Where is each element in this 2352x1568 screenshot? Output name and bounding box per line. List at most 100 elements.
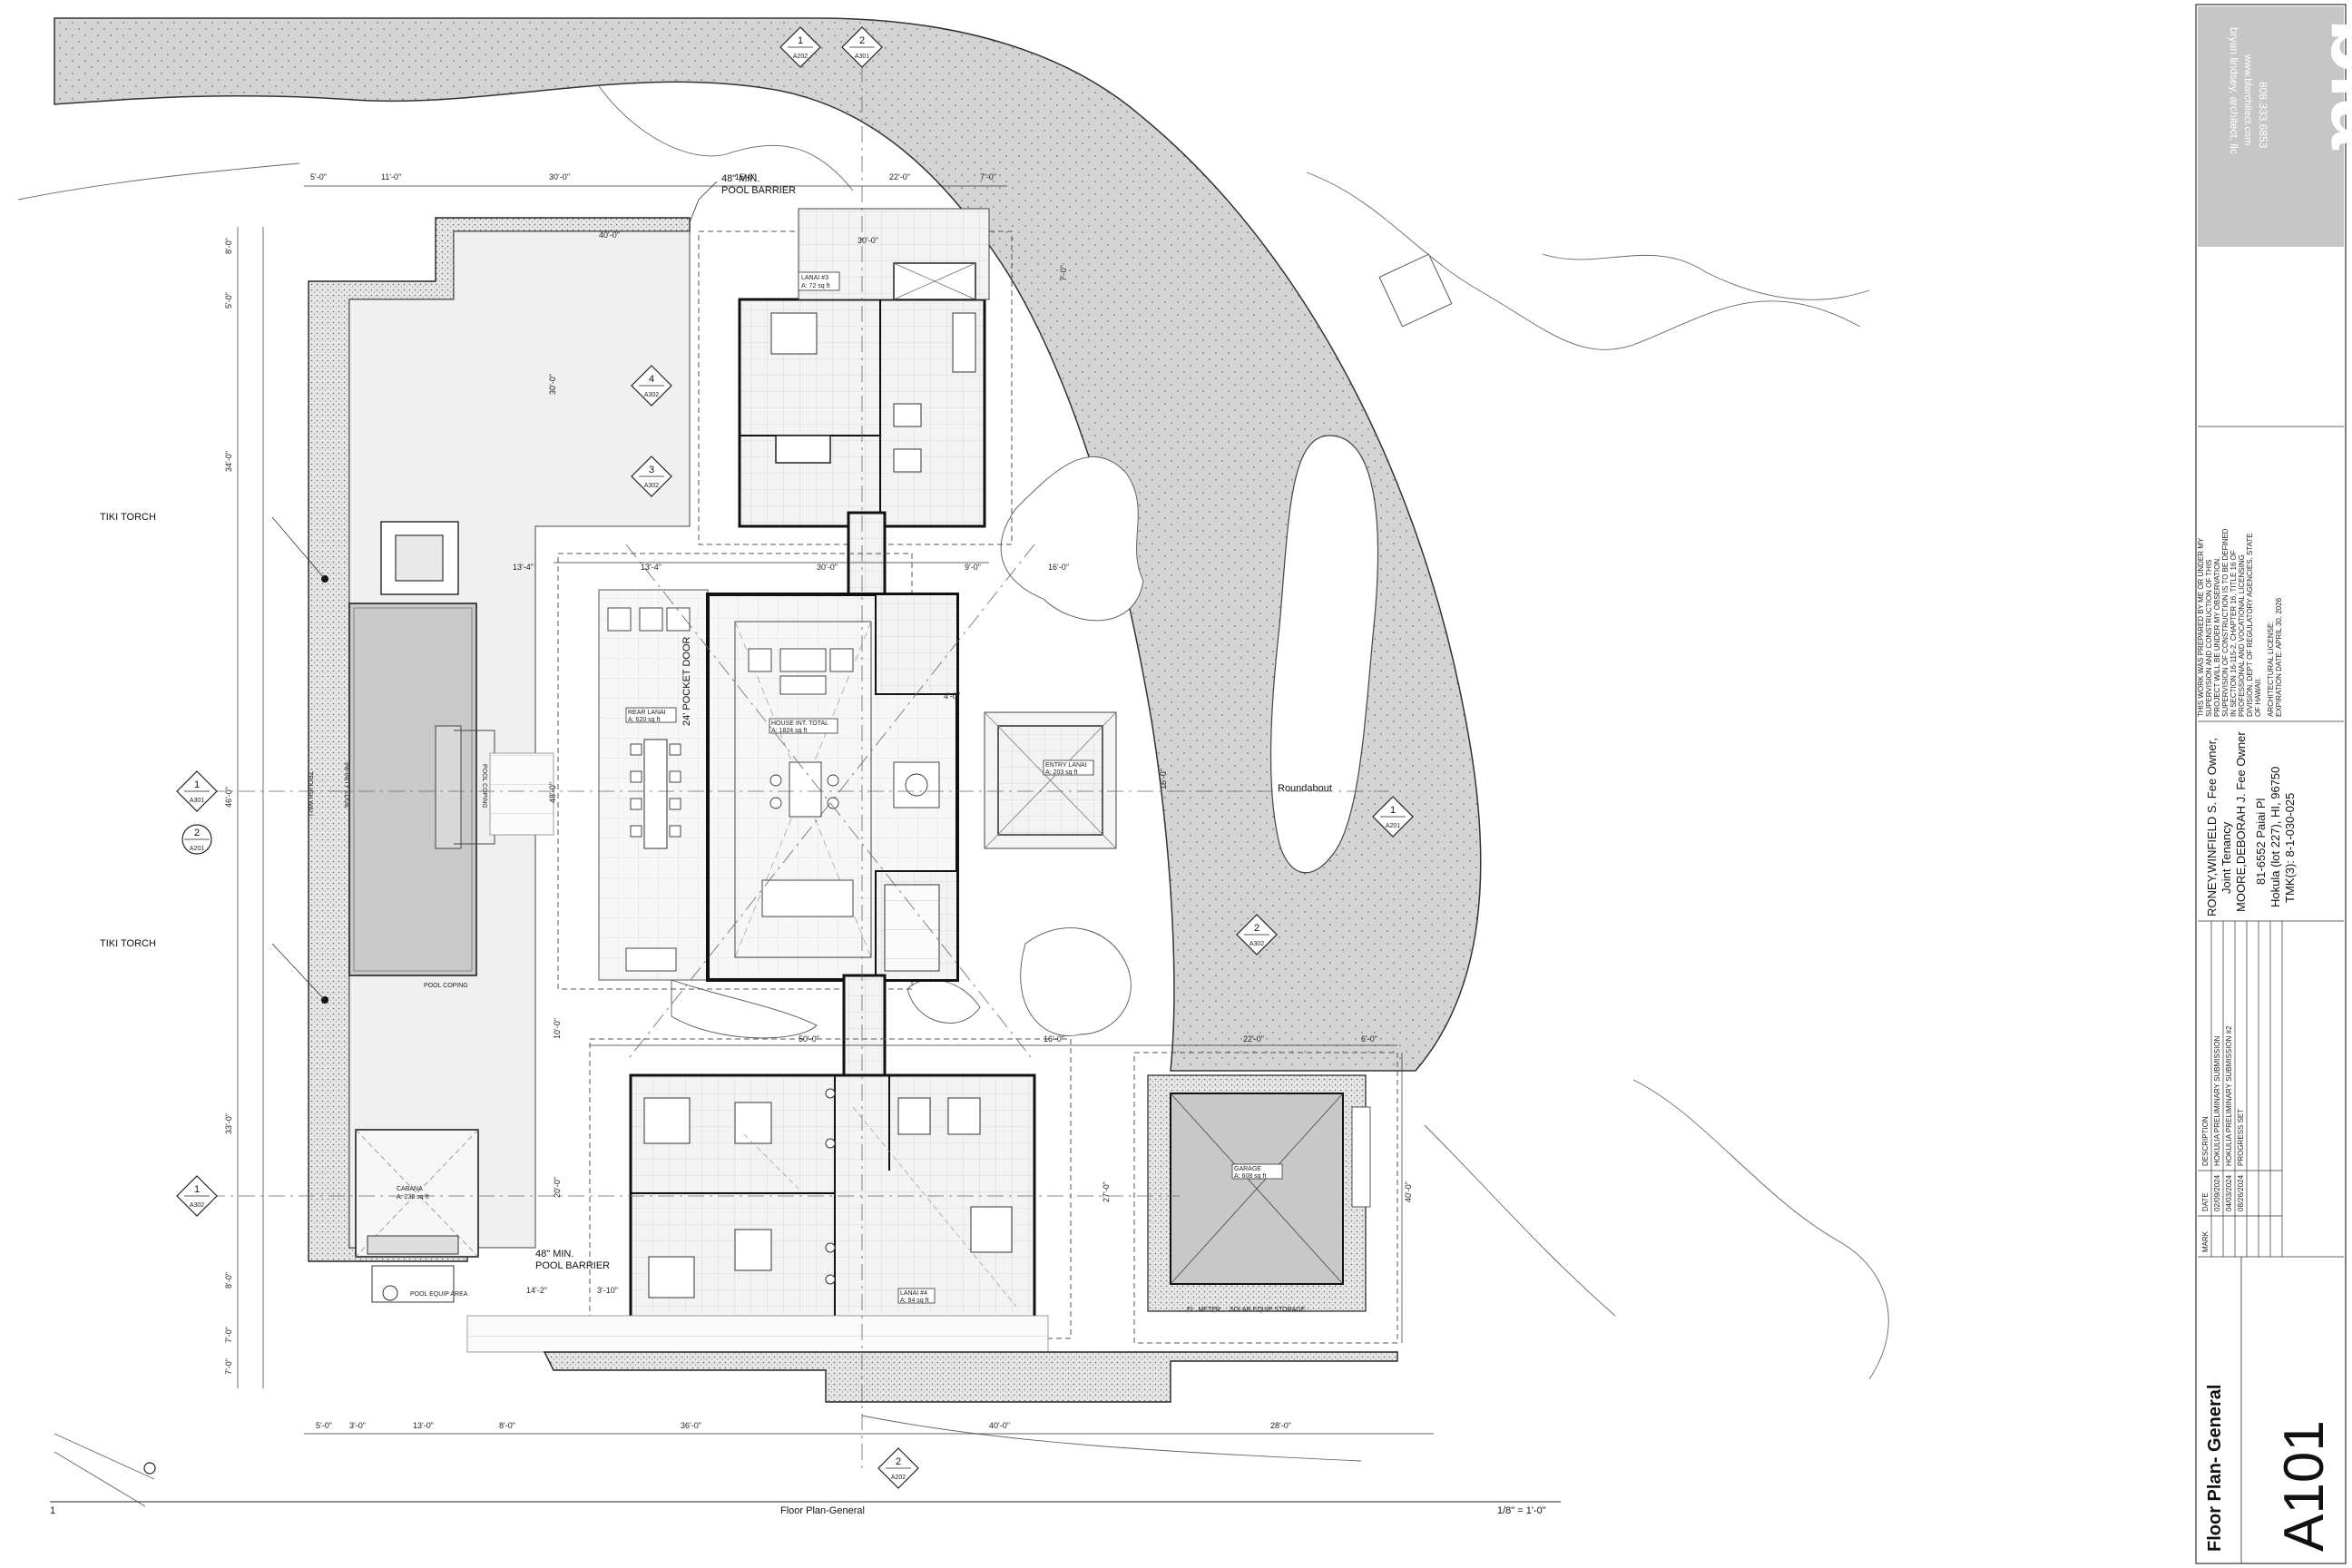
- title-block: bla bryan lindsey, architect, llc www.bl…: [2195, 4, 2352, 1564]
- rev-row-3-date: 08/26/2024: [2237, 1174, 2245, 1211]
- pool-barrier-top-line1: 48" MIN.: [721, 173, 760, 184]
- dim-bottom-3: 13'-0": [413, 1421, 434, 1430]
- svg-text:2: 2: [859, 35, 865, 46]
- cert-line-7: DIVISION, DEPT OF REGULATORY AGENCIES, S…: [2246, 533, 2254, 717]
- svg-text:4: 4: [649, 374, 654, 385]
- dim-inner-270: 27'-0": [1102, 1181, 1111, 1202]
- pool-barrier-bottom-line2: POOL BARRIER: [535, 1260, 610, 1271]
- rev-row-3-desc: PROGRESS SET: [2237, 1109, 2245, 1166]
- rev-row-2-desc: HOKULIA PRELIMINARY SUBMISSION #2: [2225, 1025, 2233, 1166]
- garage-label: GARAGE: [1234, 1166, 1261, 1172]
- cert-license: ARCHITECTURAL LICENSE:: [2267, 622, 2275, 718]
- rev-row-2-date: 04/03/2024: [2225, 1174, 2233, 1211]
- paver-walk: [466, 1315, 1049, 1353]
- dim-bottom-6: 40'-0": [989, 1421, 1010, 1430]
- dim-top-4: 15'-0": [735, 172, 756, 181]
- dim-bottom-5: 36'-0": [681, 1421, 701, 1430]
- driveway: [54, 17, 1482, 1072]
- dim-bottom-7: 28'-0": [1270, 1421, 1291, 1430]
- el-meter-label: EL. METER: [1187, 1307, 1220, 1313]
- cert-expiration: EXPIRATION DATE: APRIL 30, 2026: [2275, 597, 2283, 717]
- lanai-3: [798, 271, 840, 291]
- dim-bottom-2: 3'-0": [349, 1421, 366, 1430]
- dim-inner-400: 40'-0": [1404, 1181, 1413, 1202]
- svg-text:2: 2: [1254, 923, 1259, 934]
- lanai-3-label: LANAI #3: [801, 275, 828, 281]
- owner-line-6: TMK(3): 8-1-030-025: [2283, 793, 2297, 903]
- dim-top-5: 22'-0": [889, 172, 910, 181]
- dim-left-5: 33'-0": [224, 1113, 233, 1134]
- owner-line-2: Joint Tenancy: [2220, 821, 2233, 894]
- cert-line-3: PROJECT WILL BE UNDER MY OBSERVATION.: [2213, 557, 2221, 717]
- roundabout-label: Roundabout: [1278, 783, 1332, 794]
- garage-area: A: 608 sq ft: [1234, 1173, 1266, 1180]
- dim-inner-60: 6'-0": [1361, 1034, 1377, 1044]
- section-marker: 2 A202: [877, 1447, 919, 1489]
- dim-left-3: 34'-0": [224, 451, 233, 472]
- svg-text:1: 1: [194, 1184, 200, 1195]
- dimension-lines: [237, 185, 1434, 1435]
- svg-text:A302: A302: [644, 483, 659, 489]
- view-title-bar: 1 Floor Plan-General 1/8" = 1'-0": [50, 1501, 1561, 1516]
- rev-row-1-desc: HOKULIA PRELIMINARY SUBMISSION: [2213, 1035, 2221, 1166]
- dim-inner-30a: 30'-0": [858, 236, 878, 245]
- dim-bottom-1: 5'-0": [316, 1421, 332, 1430]
- dim-inner-480: 48'-0": [548, 782, 557, 803]
- dim-inner-142: 14'-2": [526, 1286, 547, 1295]
- dim-left-7: 7'-0": [224, 1327, 233, 1343]
- owner-line-1: RONEY,WINFIELD S. Fee Owner,: [2205, 738, 2219, 916]
- site-pad: [1378, 253, 1453, 328]
- cert-line-6: PROFESSIONAL AND VOCATIONAL LICENSING: [2238, 554, 2246, 717]
- section-marker: 2 A302: [1236, 914, 1278, 956]
- svg-text:A302: A302: [644, 392, 659, 398]
- svg-text:2: 2: [896, 1456, 901, 1467]
- dim-inner-100: 10'-0": [553, 1018, 562, 1039]
- dim-inner-40b: 4'-0": [944, 691, 960, 701]
- firm-logo: [2198, 6, 2344, 247]
- rev-header-desc: DESCRIPTION: [2201, 1116, 2210, 1166]
- dim-left-8: 7'-0": [224, 1358, 233, 1375]
- dim-inner-30c: 30'-0": [817, 563, 838, 572]
- entry-lanai-label: ENTRY LANAI: [1045, 762, 1087, 769]
- solar-storage-label: SOLAR EQUIP STORAGE: [1230, 1307, 1306, 1313]
- dim-top-6: 7'-0": [980, 172, 996, 181]
- dim-inner-160: 16'-0": [1048, 563, 1069, 572]
- dim-left-2: 5'-0": [224, 292, 233, 309]
- rev-header-mark: MARK: [2201, 1230, 2210, 1252]
- rear-lanai-area: A: 620 sq ft: [628, 717, 660, 723]
- revision-table: [2198, 921, 2283, 1257]
- owner-line-3: MOORE,DEBORAH J. Fee Owner: [2234, 731, 2248, 912]
- owner-line-5: Hokula (lot 227), HI, 96750: [2269, 767, 2282, 907]
- dim-inner-160c: 16'-0": [1044, 1034, 1064, 1044]
- planting: [671, 456, 1144, 1039]
- svg-text:A302: A302: [1250, 941, 1264, 947]
- firm-logo-text: bla: [2312, 18, 2352, 151]
- dim-top-2: 11'-0": [381, 172, 401, 181]
- firm-web: www.blarchitect.com: [2242, 54, 2253, 145]
- cert-line-4: SUPERVISION OF CONSTRUCTION IS TO BE DEF…: [2221, 528, 2230, 717]
- dim-top-1: 5'-0": [310, 172, 327, 181]
- rev-header-date: DATE: [2201, 1192, 2210, 1211]
- section-marker: 1 A201: [1372, 796, 1414, 838]
- lanai-3-area: A: 72 sq ft: [801, 283, 830, 289]
- svg-text:A301: A301: [190, 798, 204, 804]
- north-arrow-icon: [143, 1462, 156, 1475]
- view-title: Floor Plan-General: [780, 1505, 865, 1516]
- rear-lanai-label: REAR LANAI: [628, 710, 666, 716]
- lanai-lower-label: LANAI #4: [900, 1290, 927, 1297]
- pool-barrier-bottom-line1: 48" MIN.: [535, 1249, 573, 1259]
- owner-line-4: 81-6552 Paiai Pl: [2254, 798, 2268, 885]
- site-plan: Roundabout: [17, 17, 1889, 1507]
- dim-inner-310: 3'-10": [597, 1286, 618, 1295]
- svg-text:A302: A302: [190, 1202, 204, 1209]
- cert-line-1: THIS WORK WAS PREPARED BY ME OR UNDER MY: [2197, 537, 2205, 717]
- trough-wall-label: TROUGH WALL: [307, 771, 313, 818]
- section-marker: 2 A201: [181, 824, 212, 855]
- cert-line-2: SUPERVISION AND CONSTRUCTION OF THIS: [2205, 559, 2213, 717]
- cert-line-5: IN SECTION 16-115-2, CHAPTER 16, TITLE 1…: [2230, 550, 2238, 717]
- dim-inner-160b: 16'-0": [1159, 769, 1168, 789]
- dim-left-1: 8'-0": [224, 238, 233, 254]
- section-marker: 4 A302: [631, 365, 672, 407]
- firm-phone: 808.333.6853: [2257, 82, 2269, 149]
